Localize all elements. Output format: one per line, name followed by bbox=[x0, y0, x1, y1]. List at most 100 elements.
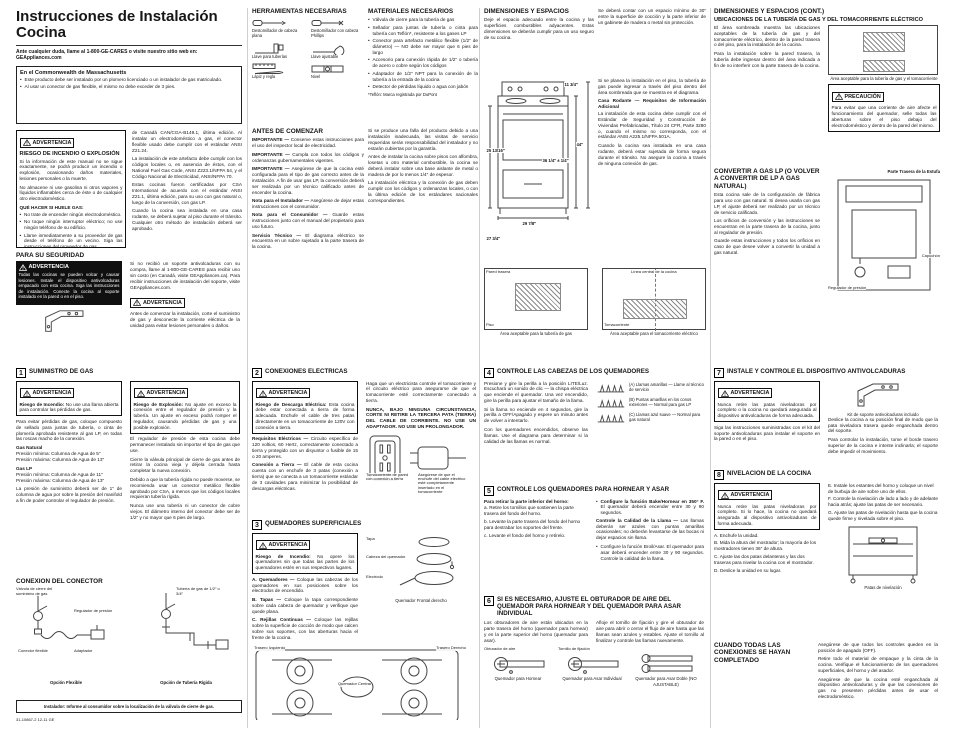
anti-tip-bracket-diagram bbox=[45, 310, 84, 332]
warning-box: ADVERTENCIA Riesgo de Incendio: No use u… bbox=[16, 380, 122, 417]
body-text: Si la información de este manual no se s… bbox=[19, 158, 123, 182]
warning-icon bbox=[258, 541, 267, 549]
diagram-caption: Quemador para Hornear bbox=[494, 676, 542, 682]
before-continued: Si se produce una falla del producto deb… bbox=[368, 128, 478, 364]
flat-screwdriver-icon bbox=[252, 20, 286, 27]
materials-section: MATERIALES NECESARIOS Válvula de cierre … bbox=[368, 8, 478, 124]
diagram-caption: Área aceptable para la tubería de gas y … bbox=[830, 75, 938, 81]
acceptable-area-hatch bbox=[515, 283, 561, 311]
body-text: Todas las cocinas se pueden volcar y cau… bbox=[18, 272, 120, 300]
section-air-shutter: 6 SI ES NECESARIO, AJUSTE EL OBTURADOR D… bbox=[484, 596, 706, 722]
body-text: Antes de comenzar la instalación, corte … bbox=[130, 311, 240, 329]
body-text: Riesgo de Incendio: No opere los quemado… bbox=[255, 553, 355, 571]
body-text: La instalación eléctrica y la conexión d… bbox=[368, 180, 478, 203]
body-text: IMPORTANTE — Asegúrese de que la cocina … bbox=[252, 166, 364, 195]
body-text: Antes de instalar la cocina sobre pisos … bbox=[368, 154, 478, 177]
section-title: CONEXIONES ELÉCTRICAS bbox=[265, 368, 348, 375]
installer-note-bar: Instalador: Informe al consumidor sobre … bbox=[16, 700, 242, 713]
grounding-warning-text: NUNCA, BAJO NINGUNA CIRCUNSTANCIA, CORTE… bbox=[366, 406, 476, 430]
column-divider bbox=[247, 8, 248, 728]
section-number: 8 bbox=[714, 470, 724, 480]
section-number: 6 bbox=[484, 596, 494, 606]
dimensions-text: Se deberá contar con un espacio mínimo d… bbox=[598, 8, 706, 76]
section-number: 5 bbox=[484, 486, 494, 496]
air-shutter-label: Obturador de aire bbox=[484, 646, 516, 652]
section-title: QUEMADORES SUPERFICIALES bbox=[265, 520, 362, 527]
body-text: Con los quemadores encendidos, observe l… bbox=[484, 426, 588, 444]
body-text: de Canadá CAN/CGA-B149.1, última edición… bbox=[132, 130, 242, 153]
section-electrical: 2 CONEXIONES ELÉCTRICAS ADVERTENCIA Ries… bbox=[252, 368, 478, 518]
body-text: El regulador de presión de esta cocina d… bbox=[130, 436, 240, 454]
list-item: No trate de encender ningún electrodomés… bbox=[20, 212, 123, 218]
tool-item: Llave para tuberías bbox=[252, 43, 305, 60]
acceptable-area-hatch bbox=[863, 59, 905, 72]
warning-icon bbox=[720, 491, 729, 499]
section-number: 3 bbox=[252, 520, 262, 530]
list-item: Accesorio para conexión rápida de 1/2″ o… bbox=[368, 57, 478, 69]
double-broil-burner-diagram bbox=[641, 654, 693, 674]
regulator-label: Regulador de presión bbox=[828, 285, 867, 291]
body-text: Nunca use una tubería ni un conector de … bbox=[130, 502, 240, 520]
advertencia-label: ADVERTENCIA bbox=[130, 297, 185, 308]
tools-section: HERRAMIENTAS NECESARIAS Destornillador d… bbox=[252, 8, 364, 124]
body-text: Conexión a Tierra — El cable de esta coc… bbox=[252, 462, 358, 491]
warning-box: ADVERTENCIA Nunca retire las patas nivel… bbox=[714, 380, 820, 423]
burner-position-label: Trasero Izquierdo bbox=[254, 645, 286, 651]
body-text: Cuando la cocina sea instalada en una ca… bbox=[132, 208, 242, 231]
warning-box: ADVERTENCIA Riesgo de Incendio: No opere… bbox=[252, 532, 358, 575]
range-front-view bbox=[488, 81, 590, 220]
teflon-note: *Teflón: Marca registrada por DuPont bbox=[368, 91, 437, 97]
section-number: 1 bbox=[16, 368, 26, 378]
column-divider bbox=[479, 8, 480, 728]
installer-note: Instalador: Informe al consumidor sobre … bbox=[43, 704, 215, 709]
body-text: No almacene ni use gasolina ni otros vap… bbox=[19, 184, 123, 202]
body-text: Controle la Calidad de la Llama — Las ll… bbox=[596, 517, 704, 541]
list-item: Configure la función Broil/Asar. El quem… bbox=[596, 544, 704, 562]
gas-pipe-location-diagram: Pared trasera Piso bbox=[484, 268, 588, 330]
body-text: Deslice la cocina a su posición final de… bbox=[828, 416, 938, 434]
mobile-home-text: Si se planea la instalación en el piso, … bbox=[598, 78, 706, 264]
advertencia-label: ADVERTENCIA bbox=[255, 388, 311, 398]
step: C. Ajuste las dos patas delanteras y las… bbox=[714, 553, 814, 565]
codes-column: de Canadá CAN/CGA-B149.1, última edición… bbox=[132, 130, 242, 248]
subtitle: Ante cualquier duda, llame al 1-800-GE-C… bbox=[16, 48, 198, 61]
burner-position-label: Quemador Central bbox=[338, 681, 371, 687]
level-icon bbox=[311, 65, 344, 73]
completion-title: CUANDO TODAS LAS CONEXIONES SE HAYAN COM… bbox=[714, 642, 791, 664]
rigid-pipe-diagram bbox=[161, 593, 229, 650]
wall-label: Pared trasera bbox=[486, 269, 511, 275]
body-text: La presión de suministro deberá ser de 1… bbox=[16, 486, 122, 504]
anti-tip-bracket-diagram bbox=[857, 383, 899, 406]
body-text: Si no recibió un soporte antivolcaduras … bbox=[130, 261, 240, 290]
body-text: Para la instalación sobre la pared trase… bbox=[714, 50, 820, 68]
body-text: Presione y gire la perilla a la posición… bbox=[484, 380, 588, 404]
option-rigid-caption: Opción de Tubería Rígida bbox=[160, 680, 212, 686]
fire-warning-box: ADVERTENCIA RIESGO DE INCENDIO O EXPLOSI… bbox=[16, 130, 126, 248]
burner-exploded-diagram bbox=[399, 536, 455, 585]
step: b. Levante la parte trasera del fondo de… bbox=[484, 519, 581, 531]
section-leveling: 8 NIVELACIÓN DE LA COCINA ADVERTENCIA Nu… bbox=[714, 470, 940, 640]
flame-legend-a: (A) Llamas amarillas — Llame al técnico … bbox=[629, 382, 704, 392]
bake-burner-diagram bbox=[494, 657, 545, 675]
burner-position-label: Trasero Derecho bbox=[436, 645, 466, 651]
list-item: Sellador para juntas de tubería o cinta … bbox=[368, 25, 478, 37]
step: B. Mida la altura del mostrador; la mayo… bbox=[714, 540, 817, 552]
body-text: Estas cocinas fueron certificadas por CS… bbox=[132, 182, 242, 205]
body-text: La instalación de este artefacto debe cu… bbox=[132, 156, 242, 179]
massachusetts-box: En el Commonwealth de Massachusetts Este… bbox=[16, 66, 242, 124]
adapter-label: Adaptador bbox=[74, 648, 93, 654]
dimensions-title: DIMENSIONES Y ESPACIOS bbox=[484, 8, 569, 15]
section-anti-tip: 7 INSTALE Y CONTROLE EL DISPOSITIVO ANTI… bbox=[714, 368, 940, 468]
body-text: Servicio Técnico — El diagrama eléctrico… bbox=[252, 232, 364, 250]
warning-icon bbox=[22, 139, 31, 146]
tool-item: Nivel bbox=[311, 63, 364, 80]
body-text: Deje el espacio adecuado entre la cocina… bbox=[484, 17, 594, 40]
diagram-caption: Área aceptable para el tomacorriente elé… bbox=[610, 331, 698, 336]
body-text: A. Quemadores — Coloque las cabezas de l… bbox=[252, 576, 358, 594]
advertencia-label: ADVERTENCIA bbox=[19, 388, 75, 398]
warning-icon bbox=[258, 389, 267, 397]
before-you-begin: ANTES DE COMENZAR IMPORTANTE — Conserve … bbox=[252, 128, 364, 364]
dim-cooktop-height: 36 1/4″ ± 1/4″ bbox=[542, 158, 570, 163]
warning-icon bbox=[22, 389, 31, 397]
